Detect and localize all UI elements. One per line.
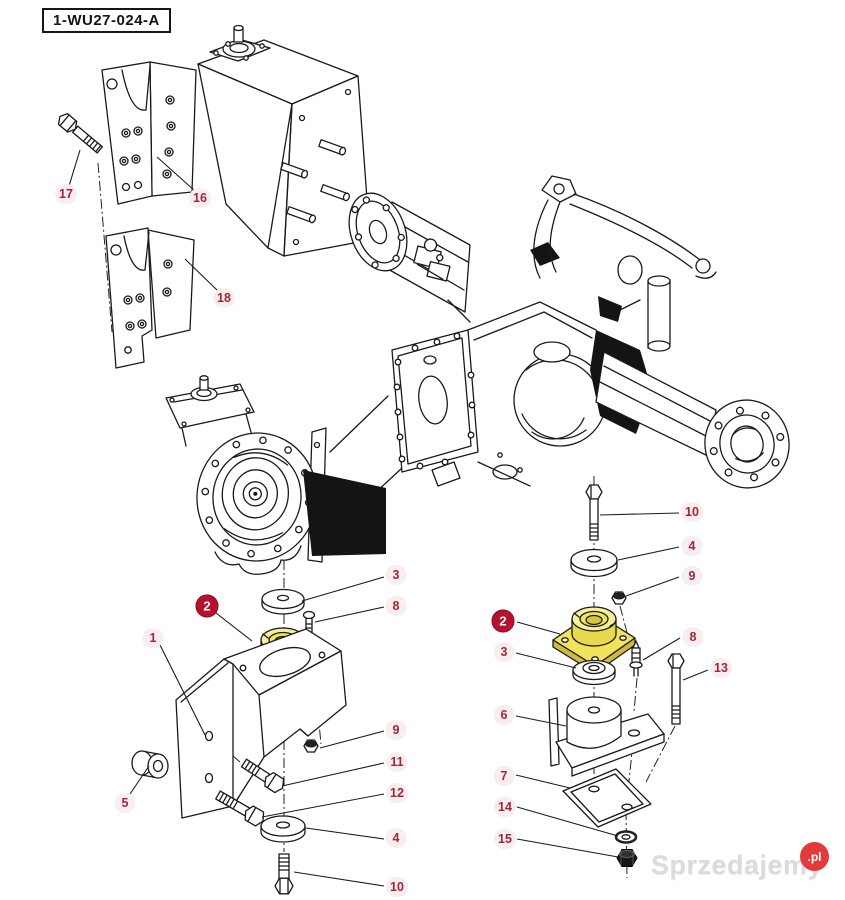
- clutch-housing-drawing: [165, 375, 386, 575]
- callout-5: 5: [114, 793, 136, 813]
- callout-1: 1: [142, 628, 164, 648]
- watermark-pl-badge: .pl: [800, 842, 829, 871]
- callout-4-right: 4: [681, 536, 703, 556]
- callout-6: 6: [493, 705, 515, 725]
- part-code-label: 1-WU27-024-A: [42, 8, 171, 33]
- callout-7: 7: [493, 766, 515, 786]
- watermark-text: Sprzedajemy: [651, 850, 824, 880]
- callout-13: 13: [710, 658, 732, 678]
- bracket-16-drawing: [101, 61, 197, 205]
- watermark: Sprzedajemy .pl: [651, 842, 841, 892]
- rear-axle-assembly-drawing: [348, 175, 790, 489]
- callout-9-left: 9: [385, 720, 407, 740]
- callout-11: 11: [386, 752, 408, 772]
- callout-10-left: 10: [386, 877, 408, 897]
- left-mount-exploded-drawing: [131, 588, 347, 895]
- callout-18: 18: [213, 288, 235, 308]
- callout-8-left: 8: [385, 596, 407, 616]
- callout-9-right: 9: [681, 566, 703, 586]
- callout-8-right: 8: [682, 627, 704, 647]
- callout-12: 12: [386, 783, 408, 803]
- callout-2-left: 2: [195, 594, 219, 618]
- bolt-17-drawing: [57, 112, 103, 154]
- callout-10-right: 10: [681, 502, 703, 522]
- callout-2-right: 2: [491, 609, 515, 633]
- callout-14: 14: [494, 797, 516, 817]
- callout-15: 15: [494, 829, 516, 849]
- callout-4-left: 4: [385, 828, 407, 848]
- bracket-18-drawing: [105, 227, 195, 369]
- callout-3-right: 3: [493, 642, 515, 662]
- callout-3-left: 3: [385, 565, 407, 585]
- callout-16: 16: [189, 188, 211, 208]
- callout-17: 17: [55, 184, 77, 204]
- right-mount-exploded-drawing: [548, 484, 685, 867]
- leader-lines: [68, 149, 709, 887]
- top-bracket-drawing: [197, 24, 371, 257]
